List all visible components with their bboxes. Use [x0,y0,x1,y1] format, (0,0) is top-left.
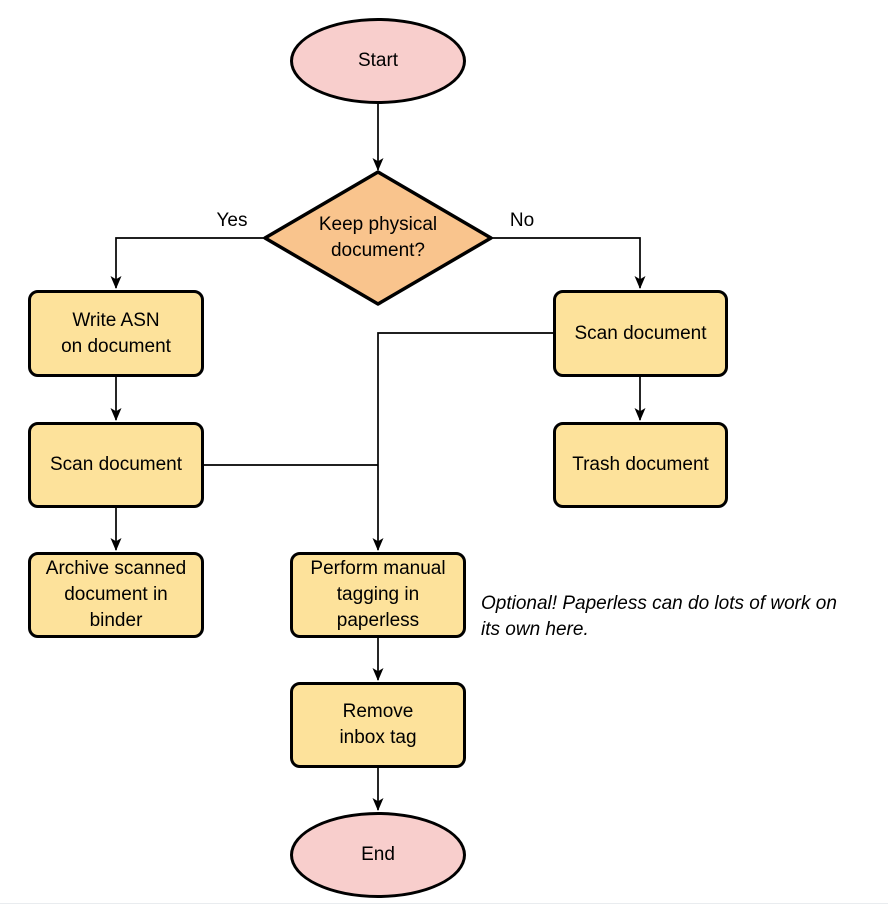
archive-document-node: Archive scanned document in binder [28,552,204,638]
write-asn-node-label: Write ASN on document [61,309,171,357]
end-node: End [290,812,466,898]
trash-document-node-label: Trash document [572,454,709,475]
start-node: Start [290,18,466,104]
archive-document-node-label: Archive scanned document in binder [45,558,187,631]
edge-label-no: No [509,210,535,231]
edge-scan-right-to-tagging [372,332,553,551]
manual-tagging-node-label: Perform manual tagging in paperless [310,558,446,631]
manual-tagging-node: Perform manual tagging in paperless [290,552,466,638]
scan-document-right-node: Scan document [553,290,728,377]
write-asn-node: Write ASN on document [28,290,204,377]
optional-annotation: Optional! Paperless can do lots of work … [481,593,837,640]
page-edge-line [0,903,888,904]
trash-document-node: Trash document [553,422,728,508]
scan-document-right-node-label: Scan document [574,322,707,344]
scan-document-left-node: Scan document [28,422,204,508]
decision-node-shape [263,170,493,306]
edge-decision-no-to-scan-right [491,237,646,289]
start-node-label: Start [357,50,399,71]
scan-document-left-node-label: Scan document [49,454,183,475]
remove-inbox-tag-node: Remove inbox tag [290,682,466,768]
remove-inbox-tag-node-label: Remove inbox tag [339,701,417,748]
decision-node-label: Keep physical document? [318,214,438,261]
end-node-label: End [361,844,395,865]
edge-label-yes: Yes [216,210,248,231]
edge-decision-yes-to-write-asn [110,237,265,289]
